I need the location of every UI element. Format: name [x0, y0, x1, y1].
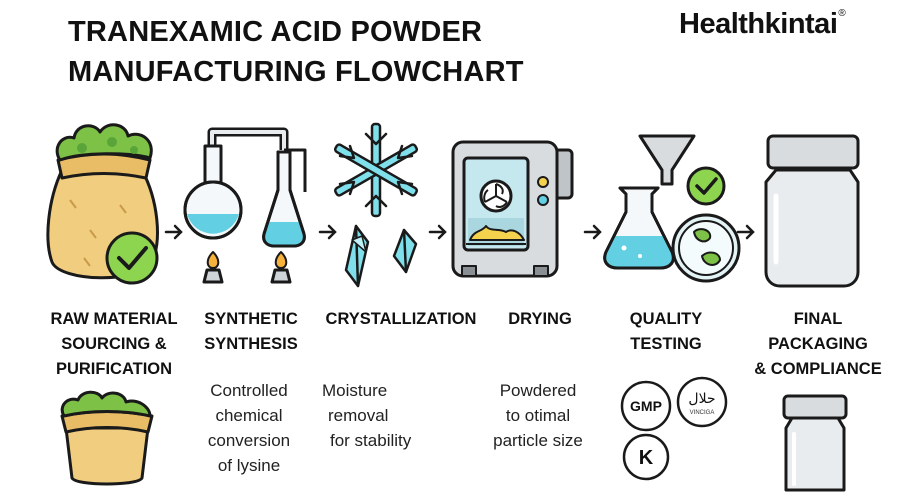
step-desc-drying: Powdered to otimal particle size: [476, 378, 600, 453]
step-desc-line: Moisture: [322, 381, 388, 400]
title-line-2: MANUFACTURING FLOWCHART: [68, 56, 524, 88]
flow-arrow-icon: [428, 224, 447, 240]
step-label-drying: DRYING: [494, 307, 586, 332]
check-badge-icon: [686, 166, 726, 206]
step-label-synthesis: SYNTHETIC SYNTHESIS: [196, 307, 306, 357]
kosher-badge-text: K: [639, 447, 654, 469]
check-badge-icon: [105, 231, 159, 285]
step-desc-line: Powdered: [499, 381, 577, 400]
step-desc-line: to otimal: [505, 406, 571, 425]
flow-arrow-icon: [583, 224, 602, 240]
flow-arrow-icon: [318, 224, 337, 240]
step-label-crystallization: CRYSTALLIZATION: [314, 307, 488, 332]
step-label-line: SYNTHESIS: [204, 335, 298, 353]
title-line-1: TRANEXAMIC ACID POWDER: [68, 16, 483, 48]
snowflake-crystal-icon: [334, 122, 418, 288]
kosher-badge: K: [622, 433, 670, 481]
step-desc-line: for stability: [330, 431, 412, 450]
page-title: TRANEXAMIC ACID POWDER MANUFACTURING FLO…: [68, 12, 524, 92]
gmp-badge-text: GMP: [630, 398, 662, 414]
step-label-quality-testing: QUALITY TESTING: [610, 307, 722, 357]
lab-testing-icon: [603, 134, 741, 283]
drying-oven-icon: [451, 140, 574, 278]
step-label-line: PURIFICATION: [55, 360, 173, 378]
flow-arrow-icon: [736, 224, 755, 240]
step-desc-line: chemical: [215, 406, 283, 425]
flow-arrow-icon: [164, 224, 183, 240]
step-label-line: PACKAGING: [768, 335, 868, 353]
registered-mark: ®: [838, 8, 846, 19]
step-desc-crystallization: Moisture removal for stability: [322, 378, 432, 453]
step-label-line: TESTING: [630, 335, 702, 353]
step-label-line: SOURCING &: [61, 335, 167, 353]
step-label-line: SYNTHETIC: [204, 310, 298, 328]
step-label-line: RAW MATERIAL: [50, 310, 178, 328]
halal-badge: حلال VINCIGA: [676, 376, 728, 428]
lab-flasks-icon: [183, 127, 307, 284]
small-bottle-icon: [782, 394, 848, 492]
step-label-line: FINAL: [793, 310, 843, 328]
step-label-line: & COMPLIANCE: [754, 360, 882, 378]
step-label-line: CRYSTALLIZATION: [325, 310, 477, 328]
step-label-raw-material: RAW MATERIAL SOURCING & PURIFICATION: [40, 307, 188, 382]
step-desc-line: Controlled: [210, 381, 288, 400]
brand-name: Healthkintai: [679, 8, 838, 40]
step-label-line: QUALITY: [629, 310, 703, 328]
step-label-line: DRYING: [508, 310, 572, 328]
halal-badge-subtext: VINCIGA: [690, 410, 715, 416]
step-desc-line: conversion: [207, 431, 291, 450]
step-desc-line: particle size: [493, 431, 583, 450]
small-grain-sack-icon: [60, 390, 154, 486]
step-desc-synthesis: Controlled chemical conversion of lysine: [190, 378, 308, 478]
bottle-icon: [764, 134, 860, 288]
step-desc-line: of lysine: [217, 456, 281, 475]
step-desc-line: removal: [328, 406, 389, 425]
halal-badge-script: حلال: [688, 391, 715, 407]
step-label-final-packaging: FINAL PACKAGING & COMPLIANCE: [744, 307, 892, 382]
brand-logo: Healthkintai®: [679, 8, 846, 41]
gmp-badge: GMP: [620, 380, 672, 432]
